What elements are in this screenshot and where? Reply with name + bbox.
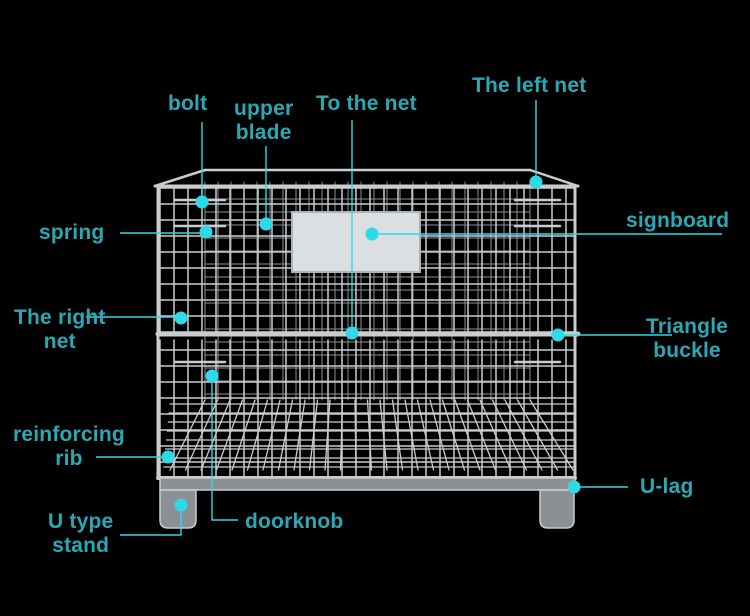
callout-dot-u-type-stand (174, 498, 188, 512)
label-u-lag: U-lag (640, 475, 694, 498)
label-signboard: signboard (626, 209, 730, 232)
label-the-left-net: The left net (472, 74, 587, 97)
base-rail (159, 477, 576, 491)
callout-dot-bolt (195, 195, 209, 209)
callout-lines (86, 100, 722, 536)
callout-dot-to-the-net (345, 326, 359, 340)
callout-dot-reinforcing-rib (161, 450, 175, 464)
label-spring: spring (39, 221, 105, 244)
callout-line-doorknob (211, 376, 238, 521)
callout-dot-signboard (365, 227, 379, 241)
label-to-the-net: To the net (316, 92, 417, 115)
top-left-edge (153, 168, 207, 188)
wire-cage (153, 168, 581, 529)
callout-dot-triangle-buckle (551, 328, 565, 342)
callout-dot-the-left-net (529, 175, 543, 189)
callout-dot-the-right-net (174, 311, 188, 325)
callout-dot-upper-blade (259, 217, 273, 231)
label-bolt: bolt (168, 92, 208, 115)
callout-dot-u-lag (567, 480, 581, 494)
u-stand-foot-right (539, 489, 575, 529)
callout-line-u-type-stand (120, 505, 182, 536)
label-doorknob: doorknob (245, 510, 344, 533)
callout-dot-doorknob (205, 369, 219, 383)
callout-dot-spring (199, 225, 213, 239)
signboard-plate (291, 211, 421, 273)
top-right-edge (528, 168, 580, 188)
